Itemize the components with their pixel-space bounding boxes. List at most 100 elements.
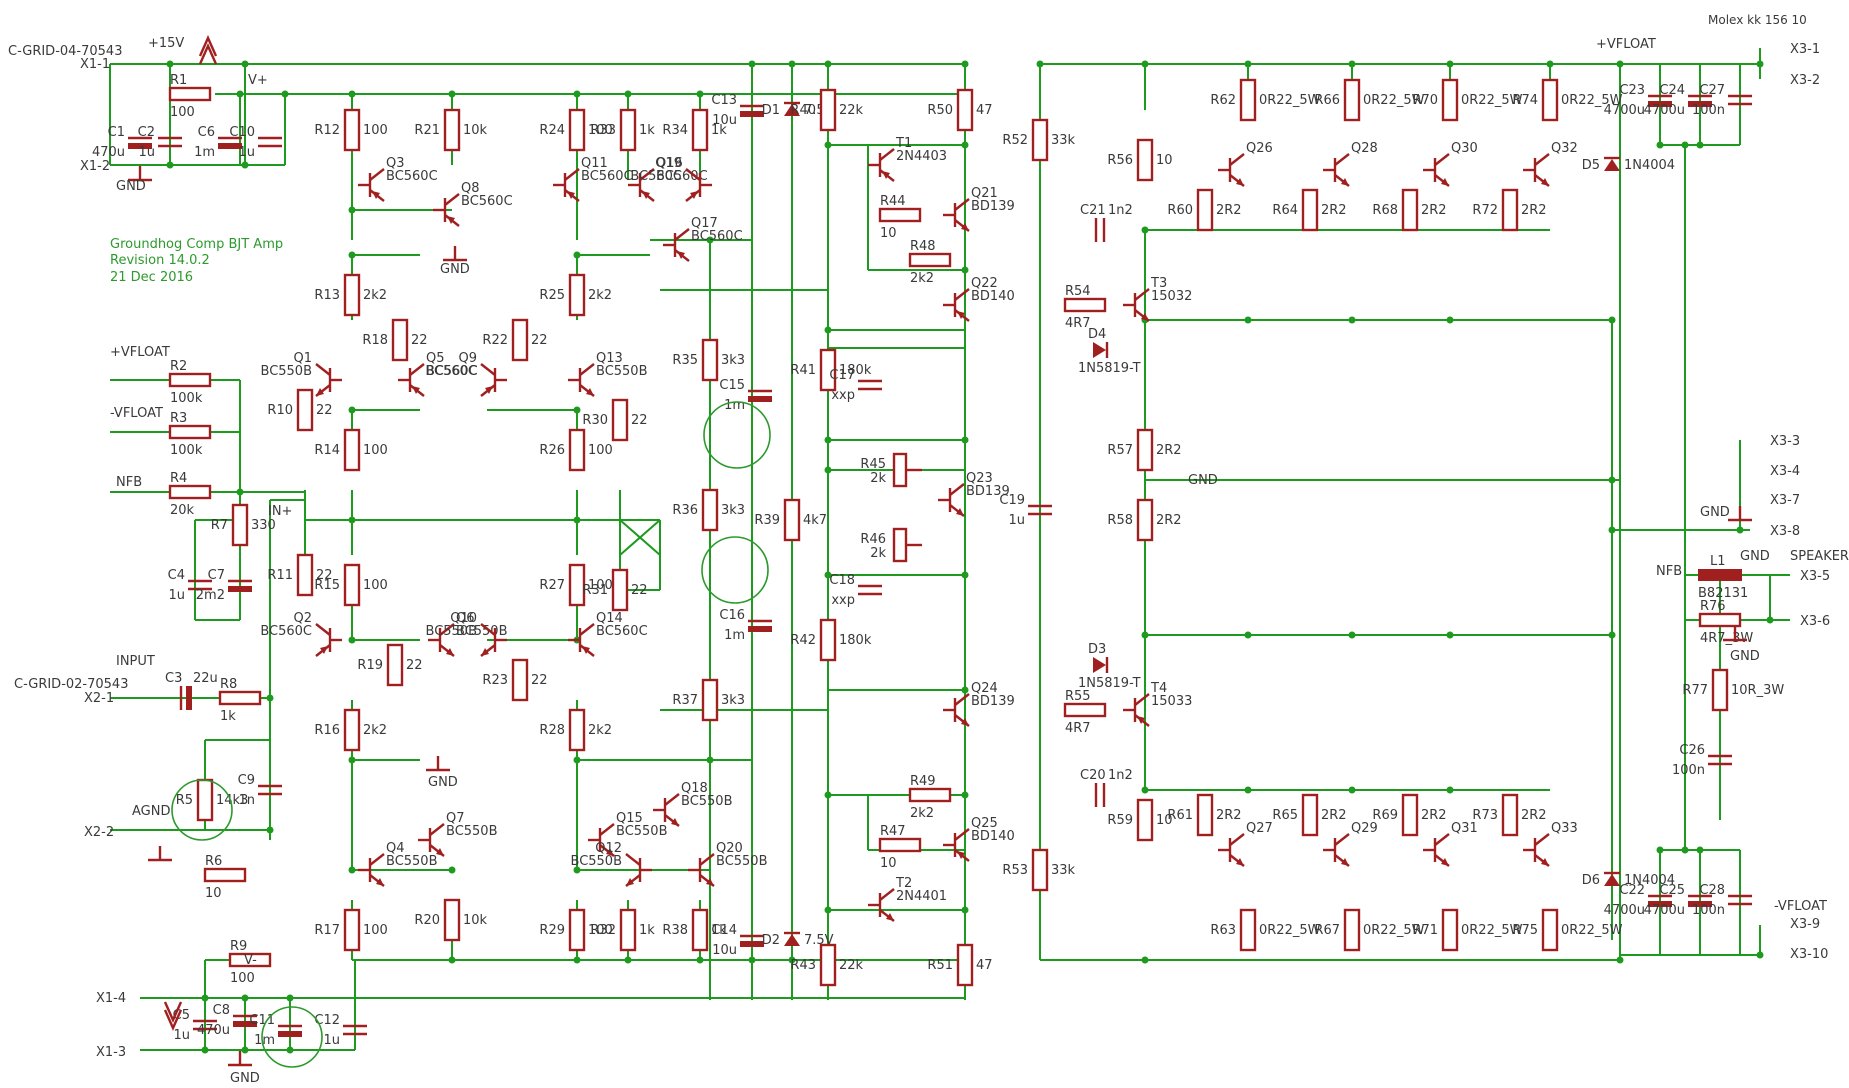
value-q22: BD140 xyxy=(971,289,1015,304)
pin-x3-1: X3-1 xyxy=(1790,42,1820,57)
ref-q16: Q16 xyxy=(656,156,683,171)
ground-6-icon xyxy=(148,846,172,862)
resistor-r21-icon xyxy=(443,108,461,152)
molex-label: Molex kk 156 10 xyxy=(1708,13,1807,27)
value-q17: BC560C xyxy=(691,229,743,244)
value-r75: 0R22_5W xyxy=(1561,923,1623,938)
ref-r12: R12 xyxy=(314,123,340,138)
ref-q4: Q4 xyxy=(386,841,405,856)
capacitor-c2-icon xyxy=(158,136,182,148)
ref-q14: Q14 xyxy=(596,611,623,626)
net-gnd-c26: GND xyxy=(1730,649,1760,664)
ref-r23: R23 xyxy=(482,673,508,688)
diode-d2-icon xyxy=(784,931,800,946)
ref-r65: R65 xyxy=(1272,808,1298,823)
ref-d5: D5 xyxy=(1582,158,1600,173)
value-c7: 2m2 xyxy=(196,588,225,603)
value-r20: 10k xyxy=(463,913,488,928)
transistor-q29-icon xyxy=(1323,833,1350,867)
ref-r20: R20 xyxy=(414,913,440,928)
resistor-r53-icon xyxy=(1031,848,1049,892)
transistor-q7-icon xyxy=(418,823,445,857)
ref-q6: Q6 xyxy=(456,611,475,626)
ref-t1: T1 xyxy=(895,136,912,151)
ref-r76: R76 xyxy=(1700,599,1726,614)
value-r43: 22k xyxy=(839,958,864,973)
value-r8: 1k xyxy=(220,709,236,724)
ref-c27: C27 xyxy=(1699,83,1725,98)
ref-r57: R57 xyxy=(1107,443,1133,458)
ref-q10: Q10 xyxy=(450,611,477,626)
resistor-r39-icon xyxy=(783,498,801,542)
value-c1: 470u xyxy=(92,145,125,160)
value-c4: 1u xyxy=(168,588,185,603)
diode-d5-icon xyxy=(1604,156,1620,171)
value-c27: 100n xyxy=(1692,103,1725,118)
value-r59: 10 xyxy=(1156,813,1173,828)
transistor-q2-icon xyxy=(315,623,342,657)
value-q10: BC550B xyxy=(426,624,478,639)
trimmer-r46-icon xyxy=(892,527,922,563)
ref-r18: R18 xyxy=(362,333,388,348)
resistor-r3-icon xyxy=(168,424,212,440)
value-c17: xxp xyxy=(831,388,855,403)
capacitor-c21-icon xyxy=(1094,218,1106,242)
value-r76: 4R7_3W xyxy=(1700,631,1753,646)
ref-r46: R46 xyxy=(860,532,886,547)
value-r10: 22 xyxy=(316,403,333,418)
ref-r77: R77 xyxy=(1682,683,1708,698)
net-input: INPUT xyxy=(116,654,155,669)
component-q31: Q31 xyxy=(1423,821,1478,867)
value-d4: 1N5819-T xyxy=(1078,361,1141,376)
project-title: Groundhog Comp BJT Amp xyxy=(110,237,283,252)
ref-r40: R40 xyxy=(790,103,816,118)
pin-x1-2: X1-2 xyxy=(80,159,110,174)
resistor-r72-icon xyxy=(1501,188,1519,232)
resistor-r55-icon xyxy=(1063,702,1107,718)
value-q1: BC550B xyxy=(261,364,313,379)
value-r47: 10 xyxy=(880,856,897,871)
component-q26: Q26 xyxy=(1218,141,1273,187)
value-d5: 1N4004 xyxy=(1624,158,1675,173)
pin-x1-3: X1-3 xyxy=(96,1045,126,1060)
connector-pins: X1-1 X1-2 X1-3 X1-4 X2-1 X2-2 X3-1 X3-2 … xyxy=(80,42,1830,1060)
ref-q21: Q21 xyxy=(971,186,998,201)
ref-r51: R51 xyxy=(927,958,953,973)
diode-d1-icon xyxy=(784,101,800,116)
resistor-r77-icon xyxy=(1711,668,1729,712)
component-d5: D5 1N4004 xyxy=(1582,156,1675,173)
value-r19: 22 xyxy=(406,658,423,673)
value-c26: 100n xyxy=(1672,763,1705,778)
component-c27: C27 100n xyxy=(1692,83,1752,118)
ref-r50: R50 xyxy=(927,103,953,118)
resistor-r41-icon xyxy=(819,348,837,392)
ref-r43: R43 xyxy=(790,958,816,973)
ground-0-icon xyxy=(128,166,152,182)
resistor-r4-icon xyxy=(168,484,212,500)
ref-t3: T3 xyxy=(1150,276,1167,291)
value-r11: 22 xyxy=(316,568,333,583)
value-r23: 22 xyxy=(531,673,548,688)
resistor-r19-icon xyxy=(386,643,404,687)
